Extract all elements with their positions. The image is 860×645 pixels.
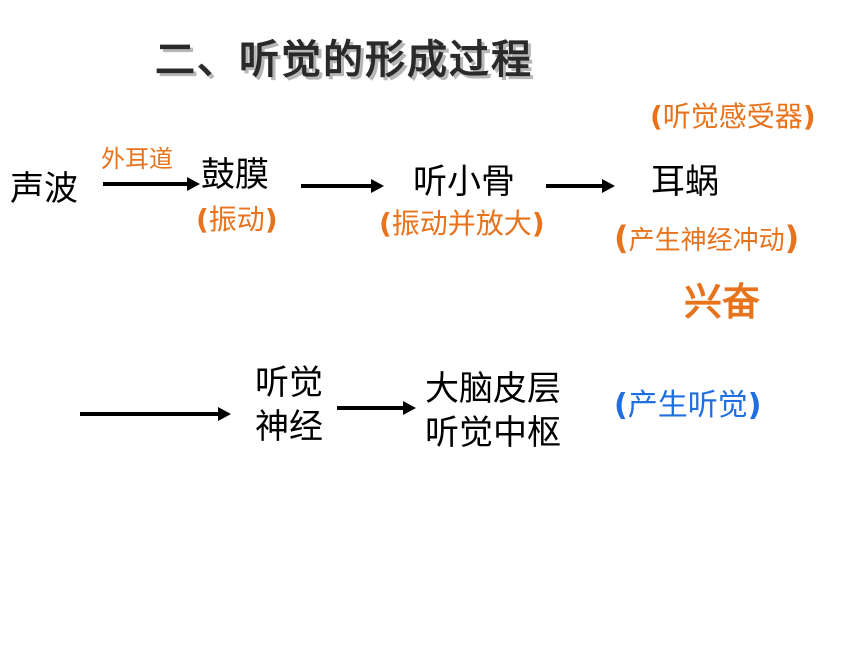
cortex-line2: 听觉中枢 — [425, 413, 561, 453]
ear-canal-label: 外耳道 — [101, 145, 173, 173]
arrow-ossicles-to-cochlea — [546, 179, 615, 193]
cochlea-impulse-note: (产生神经冲动) — [614, 219, 800, 257]
excitation-label: 兴奋 — [684, 280, 761, 324]
arrow-nerve-to-cortex — [337, 401, 416, 415]
eardrum-note: (振动) — [196, 203, 278, 236]
arrow-soundwave-to-eardrum — [103, 177, 200, 191]
cochlea-label: 耳蜗 — [651, 162, 719, 202]
cortex-line1: 大脑皮层 — [425, 369, 561, 409]
cochlea-receptor-note: (听觉感受器) — [650, 100, 816, 133]
sound-wave-label: 声波 — [10, 169, 78, 209]
hearing-result-note: (产生听觉) — [614, 388, 762, 423]
auditory-nerve-line2: 神经 — [255, 407, 323, 447]
eardrum-label: 鼓膜 — [201, 155, 269, 195]
page-title: 二、听觉的形成过程 — [155, 37, 533, 83]
arrow-eardrum-to-ossicles — [301, 179, 384, 193]
auditory-nerve-line1: 听觉 — [255, 363, 323, 403]
ossicles-note: (振动并放大) — [379, 207, 545, 240]
ossicles-label: 听小骨 — [413, 162, 515, 202]
arrow-to-auditory-nerve — [80, 407, 231, 421]
